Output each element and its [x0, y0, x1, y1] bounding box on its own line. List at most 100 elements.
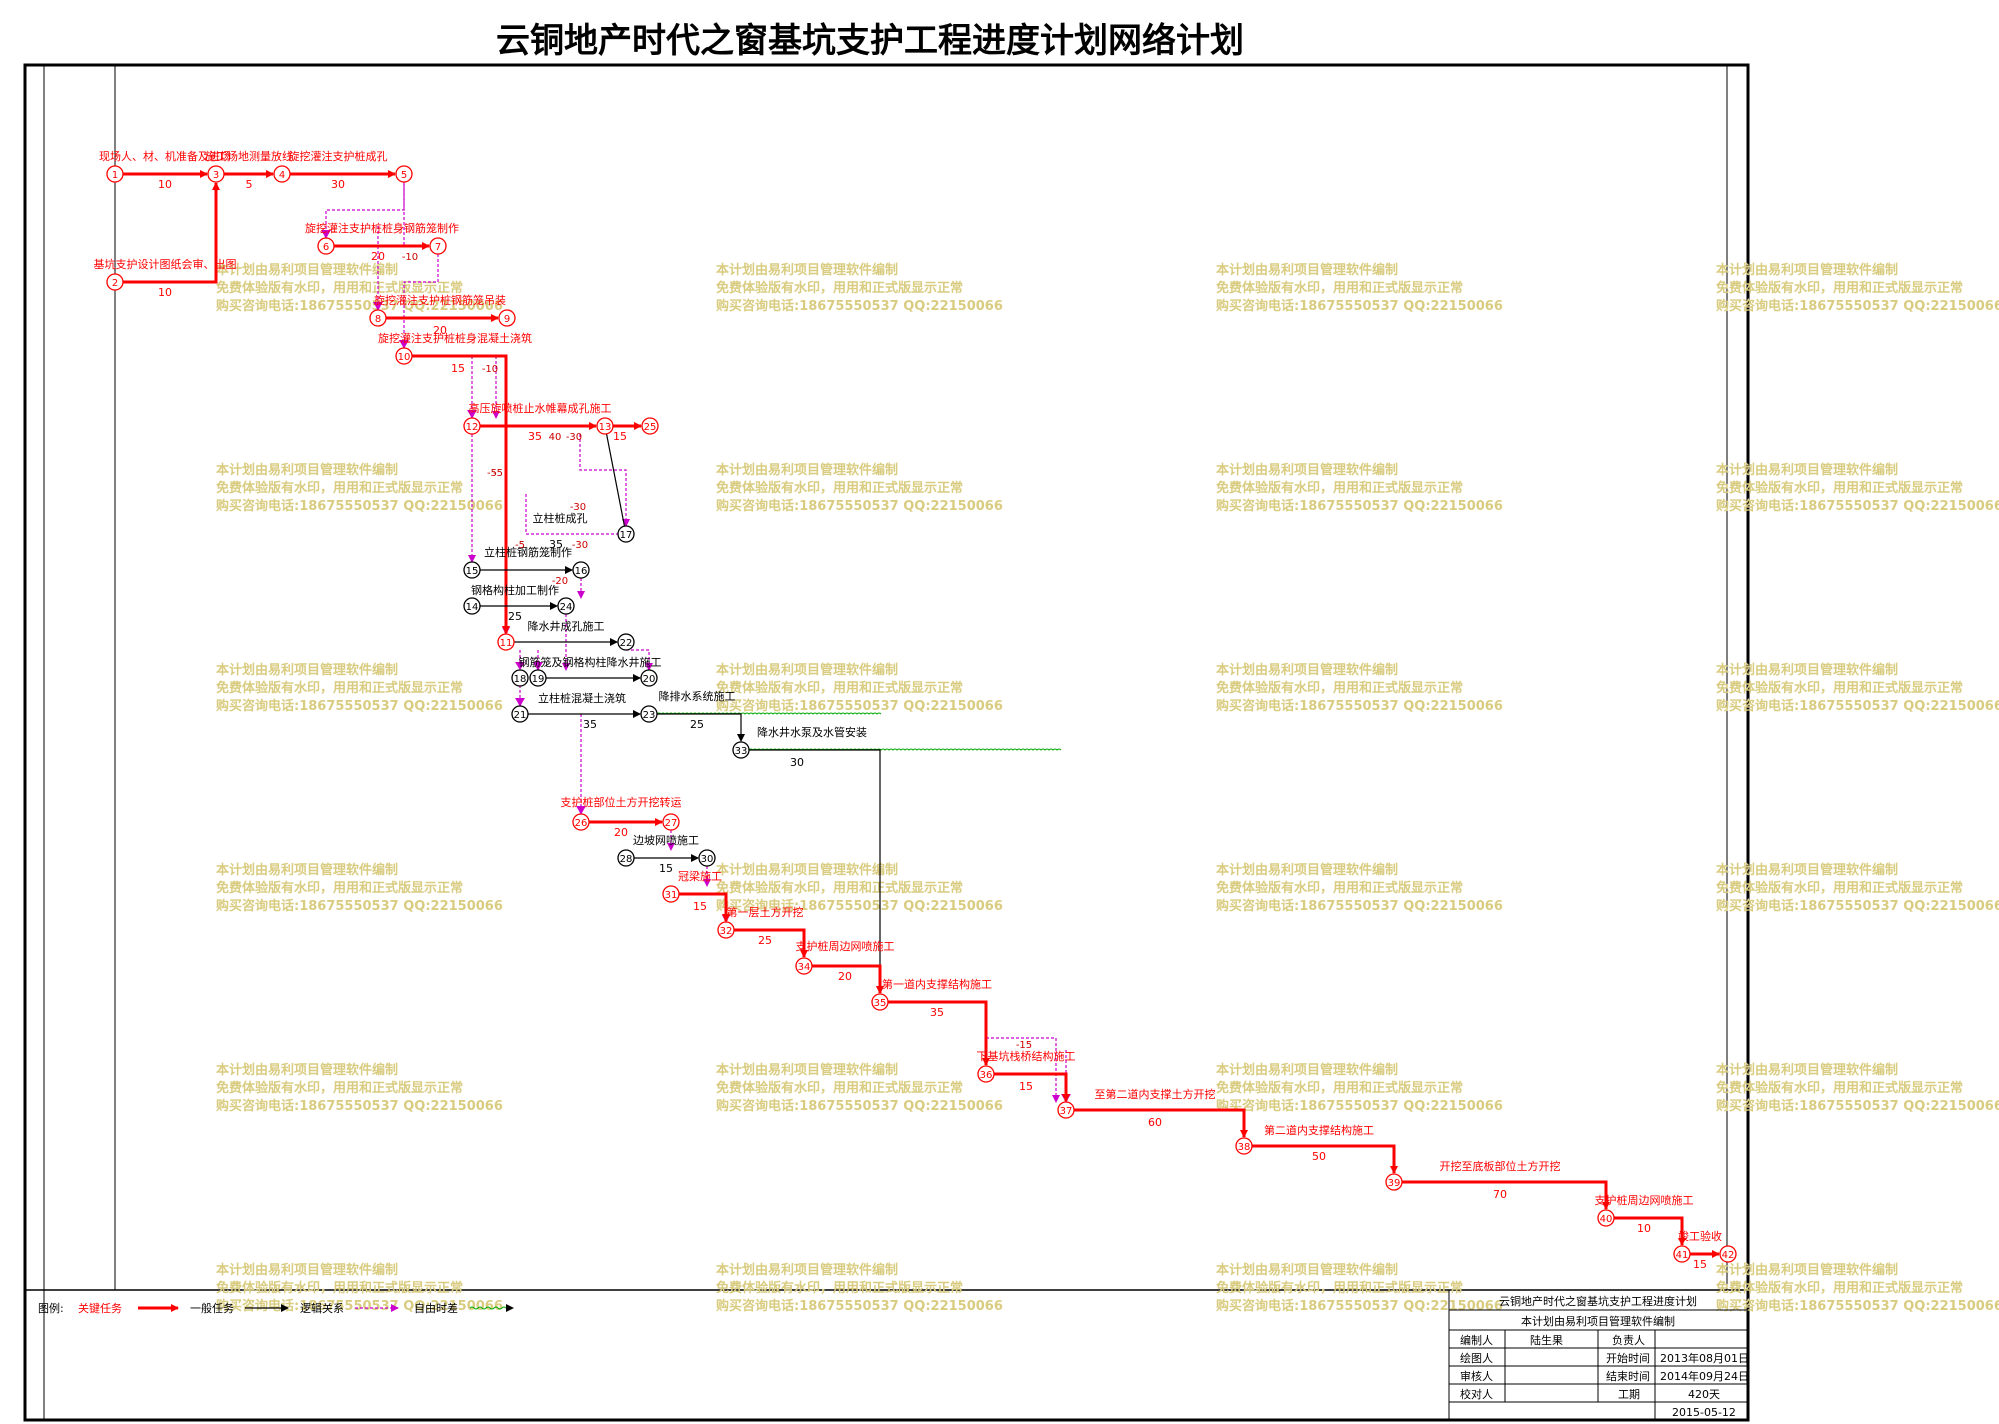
watermark-layer: 本计划由易利项目管理软件编制免费体验版有水印，用用和正式版显示正常购买咨询电话:…: [216, 262, 1999, 1314]
watermark-text: 本计划由易利项目管理软件编制: [716, 1062, 898, 1078]
watermark-text: 免费体验版有水印，用用和正式版显示正常: [716, 480, 963, 496]
activity-duration: 20: [614, 826, 628, 839]
watermark-text: 免费体验版有水印，用用和正式版显示正常: [716, 1080, 963, 1096]
watermark-text: 购买咨询电话:18675550537 QQ:22150066: [1716, 898, 1999, 914]
event-node: [463, 417, 481, 435]
event-node-number: 9: [504, 314, 510, 325]
activity-name: 立柱桩混凝土浇筑: [538, 691, 626, 705]
logic-marker: [399, 340, 409, 348]
watermark-text: 免费体验版有水印，用用和正式版显示正常: [1716, 480, 1963, 496]
logic-link: [400, 254, 439, 349]
activity-duration: 20: [371, 250, 385, 263]
event-node-number: 32: [720, 926, 733, 937]
activity-name: 竣工验收: [1678, 1229, 1722, 1243]
event-node: [463, 561, 481, 579]
event-node: [795, 957, 813, 975]
info-drafter-label: 绘图人: [1460, 1351, 1493, 1365]
logic-link: [525, 494, 627, 538]
activity-arrow: [1614, 1216, 1686, 1246]
watermark-text: 免费体验版有水印，用用和正式版显示正常: [216, 880, 463, 896]
event-node: [572, 561, 590, 579]
event-node: [641, 417, 659, 435]
info-title: 云铜地产时代之窗基坑支护工程进度计划: [1499, 1294, 1697, 1308]
activity-name: 立柱桩钢筋笼制作: [484, 545, 572, 559]
watermark-text: 本计划由易利项目管理软件编制: [1716, 862, 1898, 878]
watermark-text: 购买咨询电话:18675550537 QQ:22150066: [1216, 298, 1503, 314]
event-node: [1597, 1209, 1615, 1227]
event-node: [596, 417, 614, 435]
event-node-number: 8: [375, 314, 381, 325]
activity-duration: 25: [758, 934, 772, 947]
info-reviewer-label: 审核人: [1460, 1369, 1493, 1383]
watermark-text: 购买咨询电话:18675550537 QQ:22150066: [1216, 898, 1503, 914]
info-subtitle: 本计划由易利项目管理软件编制: [1521, 1314, 1675, 1328]
watermark-text: 购买咨询电话:18675550537 QQ:22150066: [216, 498, 503, 514]
event-node: [369, 309, 387, 327]
watermark-text: 免费体验版有水印，用用和正式版显示正常: [1216, 880, 1463, 896]
event-node: [106, 165, 124, 183]
activity-name: 下基坑栈桥结构施工: [977, 1049, 1076, 1063]
event-node: [1057, 1101, 1075, 1119]
float-label: 40: [549, 432, 562, 443]
watermark-text: 购买咨询电话:18675550537 QQ:22150066: [716, 898, 1003, 914]
event-node-number: 6: [323, 242, 329, 253]
watermark-text: 本计划由易利项目管理软件编制: [1716, 262, 1898, 278]
info-compiler-label: 编制人: [1460, 1333, 1493, 1347]
legend-float-line: [469, 1306, 507, 1310]
event-node: [1235, 1137, 1253, 1155]
event-node-number: 33: [735, 746, 748, 757]
event-node: [429, 237, 447, 255]
event-node-number: 14: [466, 602, 479, 613]
watermark-text: 免费体验版有水印，用用和正式版显示正常: [1716, 280, 1963, 296]
watermark-text: 本计划由易利项目管理软件编制: [216, 862, 398, 878]
watermark-text: 免费体验版有水印，用用和正式版显示正常: [1716, 680, 1963, 696]
watermark-text: 购买咨询电话:18675550537 QQ:22150066: [716, 698, 1003, 714]
logic-marker: [515, 662, 525, 670]
activity-name: 钢筋笼及钢格构柱降水井施工: [519, 655, 662, 669]
activity-duration: 35: [549, 538, 563, 551]
logic-marker: [533, 662, 543, 670]
chart-title: 云铜地产时代之窗基坑支护工程进度计划网络计划: [496, 21, 1244, 61]
watermark-text: 购买咨询电话:18675550537 QQ:22150066: [1216, 498, 1503, 514]
watermark-text: 购买咨询电话:18675550537 QQ:22150066: [216, 298, 503, 314]
event-node: [662, 813, 680, 831]
activity-arrow: [734, 928, 808, 958]
event-node: [572, 813, 590, 831]
float-label: -5: [487, 468, 497, 479]
event-node: [698, 849, 716, 867]
activity-duration: 10: [1637, 1222, 1651, 1235]
info-manager-label: 负责人: [1612, 1333, 1645, 1347]
float-label: -10: [402, 252, 418, 263]
event-node-number: 39: [1388, 1178, 1401, 1189]
event-node: [617, 849, 635, 867]
activity-arrow: [605, 433, 629, 535]
event-node: [717, 921, 735, 939]
logic-marker: [321, 230, 331, 238]
legend-critical-label: 关键任务: [78, 1301, 122, 1315]
activity-name: 第一道内支撑结构施工: [882, 977, 992, 991]
event-node-number: 30: [701, 854, 714, 865]
activity-duration: 15: [693, 900, 707, 913]
event-node: [463, 597, 481, 615]
event-node-number: 31: [665, 890, 678, 901]
watermark-text: 购买咨询电话:18675550537 QQ:22150066: [1216, 698, 1503, 714]
activity-duration: 70: [1493, 1188, 1507, 1201]
activity-name: 降水井成孔施工: [528, 619, 605, 633]
float-label: -20: [552, 576, 568, 587]
activity-name: 第二道内支撑结构施工: [1264, 1123, 1374, 1137]
watermark-text: 免费体验版有水印，用用和正式版显示正常: [216, 480, 463, 496]
activity-duration: 30: [790, 756, 804, 769]
activity-name: 旋挖灌注支护桩桩身混凝土浇筑: [378, 331, 532, 345]
watermark-text: 购买咨询电话:18675550537 QQ:22150066: [216, 1098, 503, 1114]
activity-duration: 15: [1693, 1258, 1707, 1271]
event-node: [1719, 1245, 1737, 1263]
event-node-number: 11: [500, 638, 513, 649]
activity-name: 至第二道内支撑土方开挖: [1095, 1087, 1216, 1101]
activity-name: 降排水系统施工: [659, 689, 736, 703]
event-node-number: 7: [435, 242, 441, 253]
activity-arrow: [1402, 1180, 1610, 1210]
activity-name: 支护桩周边网喷施工: [796, 939, 895, 953]
event-node: [617, 525, 635, 543]
float-label: -30: [570, 502, 586, 513]
watermark-text: 本计划由易利项目管理软件编制: [216, 1262, 398, 1278]
